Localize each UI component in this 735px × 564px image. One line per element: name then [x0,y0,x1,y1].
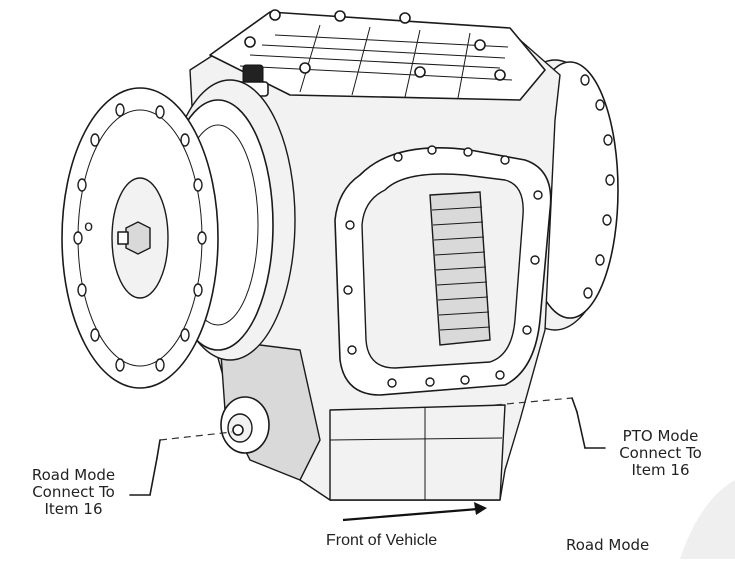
left-fragment-label: o [84,217,94,235]
left-flange [61,87,219,389]
pto-mode-leader [494,397,606,449]
top-cover-ribs [239,24,513,99]
road-mode-leader [129,431,233,496]
pto-gear [429,191,491,346]
top-bolts [244,9,506,81]
road-mode-connector [220,396,270,454]
road-mode-label: Road Mode Connect To Item 16 [31,466,116,518]
road-mode-bottom-label: Road Mode [566,536,650,554]
corner-decoration [680,480,735,559]
pto-frame-holes [343,145,543,388]
lower-housing-block [329,404,506,501]
front-arrow [342,502,487,522]
front-of-vehicle-label: Front of Vehicle [326,532,438,549]
left-flange-bolt-holes [73,103,207,372]
pto-mode-label: PTO Mode Connect To Item 16 [619,427,702,479]
right-flange-bolt-holes [580,74,615,299]
pto-opening [334,145,552,396]
shaft-nut [117,221,151,255]
